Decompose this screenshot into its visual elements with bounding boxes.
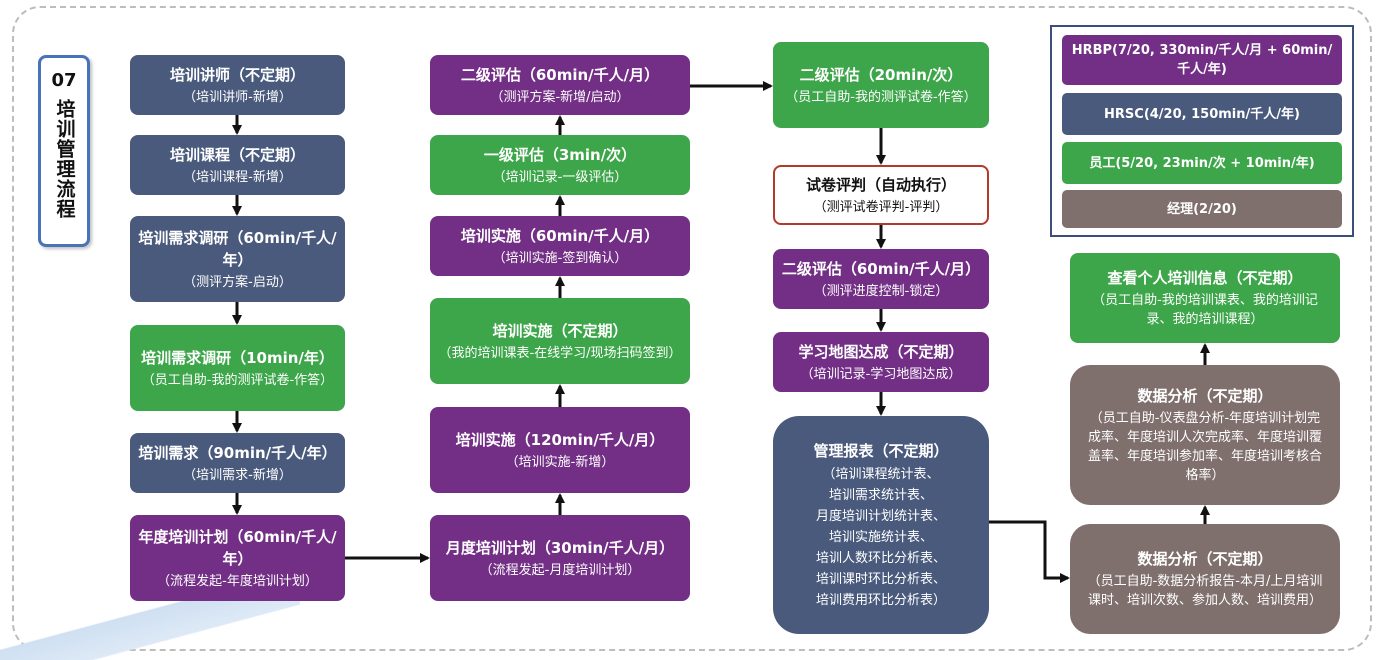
step-title: 查看个人培训信息（不定期）	[1107, 269, 1303, 287]
step-annual-plan[interactable]: 年度培训计划（60min/千人/年） （流程发起-年度培训计划）	[130, 515, 345, 601]
step-title: 培训实施（不定期）	[492, 321, 628, 340]
step-management-reports[interactable]: 管理报表（不定期） （培训课程统计表、 培训需求统计表、 月度培训计划统计表、 …	[773, 416, 989, 634]
step-sub: （员工自助-我的培训课表、我的培训记录、我的培训课程）	[1092, 293, 1318, 327]
report-line: 培训实施统计表、	[828, 530, 933, 545]
step-title: 二级评估（60min/千人/月）	[460, 65, 660, 84]
legend-hrsc: HRSC(4/20, 150min/千人/年)	[1062, 93, 1342, 135]
step-sub: （培训实施-新增）	[505, 454, 615, 470]
step-personal-training-info[interactable]: 查看个人培训信息（不定期） （员工自助-我的培训课表、我的培训记录、我的培训课程…	[1070, 253, 1340, 343]
step-title: 二级评估（20min/次）	[799, 65, 963, 84]
step-title: 培训课程（不定期）	[169, 145, 305, 164]
step-sub: （流程发起-月度培训计划）	[479, 562, 641, 578]
step-trainer[interactable]: 培训讲师（不定期） （培训讲师-新增）	[130, 55, 345, 115]
step-sub: （培训记录-学习地图达成）	[800, 366, 962, 382]
step-title: 数据分析（不定期）	[1137, 550, 1273, 568]
legend-manager: 经理(2/20)	[1062, 190, 1342, 228]
arrow-elbow	[989, 520, 1070, 583]
step-sub: （培训需求-新增）	[183, 467, 292, 483]
role-legend: HRBP(7/20, 330min/千人/月 + 60min/千人/年) HRS…	[1050, 25, 1354, 237]
report-line: （培训课程统计表、	[822, 467, 940, 482]
step-implementation-new[interactable]: 培训实施（120min/千人/月） （培训实施-新增）	[430, 407, 690, 493]
dashed-frame	[12, 6, 1372, 651]
step-sub: （测评试卷评判-评判）	[813, 199, 949, 215]
step-monthly-plan[interactable]: 月度培训计划（30min/千人/月） （流程发起-月度培训计划）	[430, 515, 690, 601]
step-title: 学习地图达成（不定期）	[798, 342, 964, 361]
report-line: 培训课时环比分析表、	[815, 572, 946, 587]
step-title: 管理报表（不定期）	[813, 442, 949, 460]
step-sub: （培训记录-一级评估）	[492, 169, 628, 185]
step-level2-eval-answer[interactable]: 二级评估（20min/次） （员工自助-我的测评试卷-作答）	[773, 42, 989, 128]
section-number: 07	[51, 70, 77, 91]
step-learning-map[interactable]: 学习地图达成（不定期） （培训记录-学习地图达成）	[773, 332, 989, 392]
legend-employee: 员工(5/20, 23min/次 + 10min/年)	[1062, 142, 1342, 184]
step-level2-eval-plan[interactable]: 二级评估（60min/千人/月） （测评方案-新增/启动）	[430, 55, 690, 115]
step-training-needs[interactable]: 培训需求（90min/千人/年） （培训需求-新增）	[130, 433, 345, 493]
step-data-analysis-report[interactable]: 数据分析（不定期） （员工自助-数据分析报告-本月/上月培训课时、培训次数、参加…	[1070, 524, 1340, 634]
step-level1-eval[interactable]: 一级评估（3min/次） （培训记录-一级评估）	[430, 135, 690, 195]
step-sub: （员工自助-我的测评试卷-作答）	[785, 89, 977, 105]
report-line: 培训费用环比分析表）	[815, 593, 946, 608]
step-sub: （培训课程-新增）	[183, 169, 292, 185]
step-title: 培训需求调研（60min/千人/年）	[138, 228, 337, 269]
step-implementation-signin[interactable]: 培训实施（60min/千人/月） （培训实施-签到确认）	[430, 216, 690, 276]
step-title: 月度培训计划（30min/千人/月）	[445, 538, 675, 557]
step-title: 培训讲师（不定期）	[169, 65, 305, 84]
step-title: 培训需求（90min/千人/年）	[138, 443, 337, 462]
step-title: 试卷评判（自动执行）	[805, 175, 956, 194]
step-sub: （流程发起-年度培训计划）	[157, 573, 318, 589]
section-title: 培训管理流程	[53, 99, 76, 219]
step-title: 培训需求调研（10min/年）	[141, 348, 334, 367]
legend-hrbp: HRBP(7/20, 330min/千人/月 + 60min/千人/年)	[1062, 35, 1342, 85]
report-line: 培训需求统计表、	[828, 488, 933, 503]
step-sub: （员工自助-仪表盘分析-年度培训计划完成率、年度培训人次完成率、年度培训覆盖率、…	[1087, 411, 1322, 483]
step-course[interactable]: 培训课程（不定期） （培训课程-新增）	[130, 135, 345, 195]
step-sub: （我的培训课表-在线学习/现场扫码签到）	[438, 345, 682, 361]
step-sub: （测评方案-启动）	[183, 274, 292, 290]
step-sub: （员工自助-数据分析报告-本月/上月培训课时、培训次数、参加人数、培训费用）	[1087, 574, 1323, 608]
step-auto-grading[interactable]: 试卷评判（自动执行） （测评试卷评判-评判）	[773, 165, 989, 225]
step-sub: （培训讲师-新增）	[183, 89, 292, 105]
step-needs-survey-hr[interactable]: 培训需求调研（60min/千人/年） （测评方案-启动）	[130, 216, 345, 302]
step-sub: （培训实施-签到确认）	[492, 250, 628, 266]
step-needs-survey-employee[interactable]: 培训需求调研（10min/年） （员工自助-我的测评试卷-作答）	[130, 325, 345, 411]
report-line: 月度培训计划统计表、	[815, 509, 946, 524]
step-sub: （测评方案-新增/启动）	[490, 89, 630, 105]
step-data-analysis-dashboard[interactable]: 数据分析（不定期） （员工自助-仪表盘分析-年度培训计划完成率、年度培训人次完成…	[1070, 365, 1340, 505]
report-line: 培训人数环比分析表、	[815, 551, 946, 566]
step-implementation-employee[interactable]: 培训实施（不定期） （我的培训课表-在线学习/现场扫码签到）	[430, 298, 690, 384]
step-level2-eval-lock[interactable]: 二级评估（60min/千人/月） （测评进度控制-锁定）	[773, 249, 989, 309]
step-sub: （测评进度控制-锁定）	[813, 283, 949, 299]
step-title: 培训实施（120min/千人/月）	[455, 430, 665, 449]
step-title: 二级评估（60min/千人/月）	[781, 259, 981, 278]
step-title: 数据分析（不定期）	[1137, 387, 1273, 405]
step-sub: （员工自助-我的测评试卷-作答）	[141, 372, 334, 388]
corner-decoration	[0, 600, 300, 660]
step-title: 一级评估（3min/次）	[483, 145, 637, 164]
step-title: 培训实施（60min/千人/月）	[460, 226, 660, 245]
step-title: 年度培训计划（60min/千人/年）	[138, 527, 337, 568]
section-tag: 07 培训管理流程	[38, 55, 90, 247]
